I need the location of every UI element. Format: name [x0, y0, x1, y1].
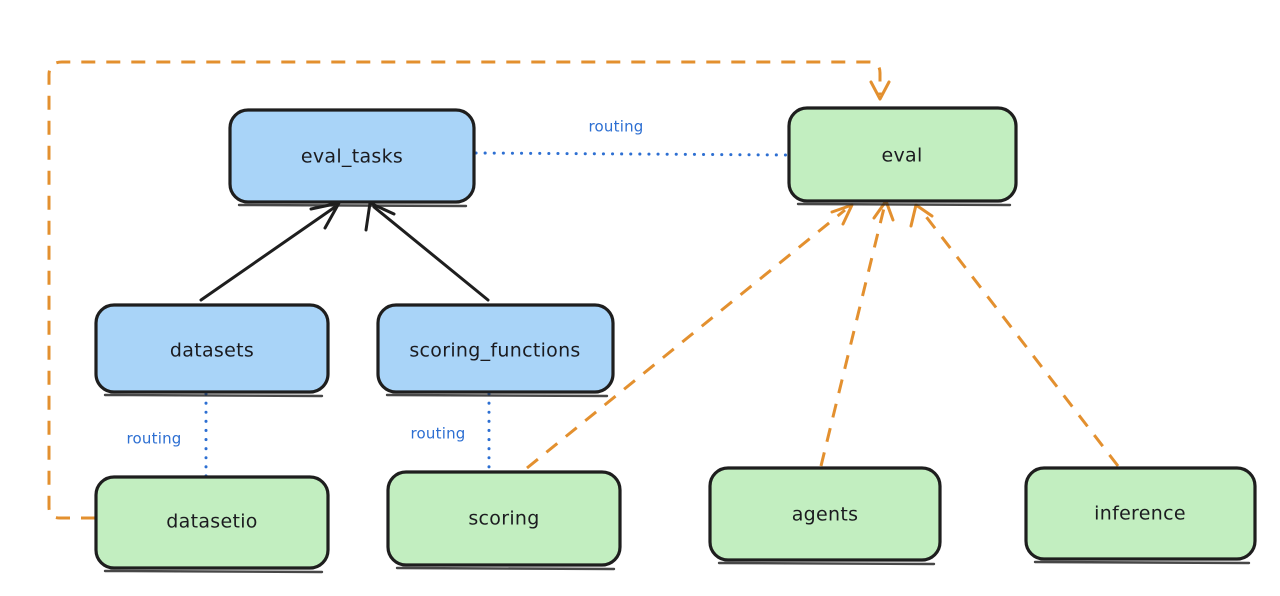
node-label-scoring_functions: scoring_functions — [409, 340, 580, 362]
edge-eval_tasks-eval[interactable] — [474, 151, 789, 157]
node-scoring[interactable]: scoring — [386, 470, 622, 571]
node-label-scoring: scoring — [468, 508, 539, 530]
node-label-agents: agents — [792, 504, 859, 526]
edge-label-routing-eval_tasks-eval: routing — [589, 118, 644, 136]
node-datasets[interactable]: datasets — [94, 303, 330, 398]
edge-inference-eval[interactable] — [909, 203, 1120, 467]
edge-label-routing-scoringfn-scoring: routing — [411, 425, 466, 443]
edge-layer — [47, 60, 1120, 520]
node-inference[interactable]: inference — [1024, 466, 1257, 565]
node-label-datasets: datasets — [170, 340, 254, 362]
node-datasetio[interactable]: datasetio — [94, 475, 330, 574]
node-label-inference: inference — [1094, 503, 1186, 525]
edge-datasets-eval_tasks[interactable] — [199, 201, 341, 302]
node-label-datasetio: datasetio — [166, 511, 257, 533]
edge-label-layer: routing routing routing — [127, 118, 644, 448]
node-agents[interactable]: agents — [708, 466, 942, 566]
node-label-eval_tasks: eval_tasks — [301, 146, 403, 168]
node-scoring_functions[interactable]: scoring_functions — [376, 303, 615, 398]
node-label-eval: eval — [881, 145, 922, 167]
edge-scoringfn-eval_tasks[interactable] — [364, 201, 490, 302]
node-eval[interactable]: eval — [787, 106, 1018, 207]
edge-label-routing-datasets-datasetio: routing — [127, 430, 182, 448]
node-layer: eval_tasks eval datasets scoring_functio… — [94, 106, 1257, 574]
edge-datasetio-eval[interactable] — [47, 60, 891, 520]
node-eval_tasks[interactable]: eval_tasks — [228, 108, 476, 208]
edge-agents-eval[interactable] — [819, 199, 895, 467]
